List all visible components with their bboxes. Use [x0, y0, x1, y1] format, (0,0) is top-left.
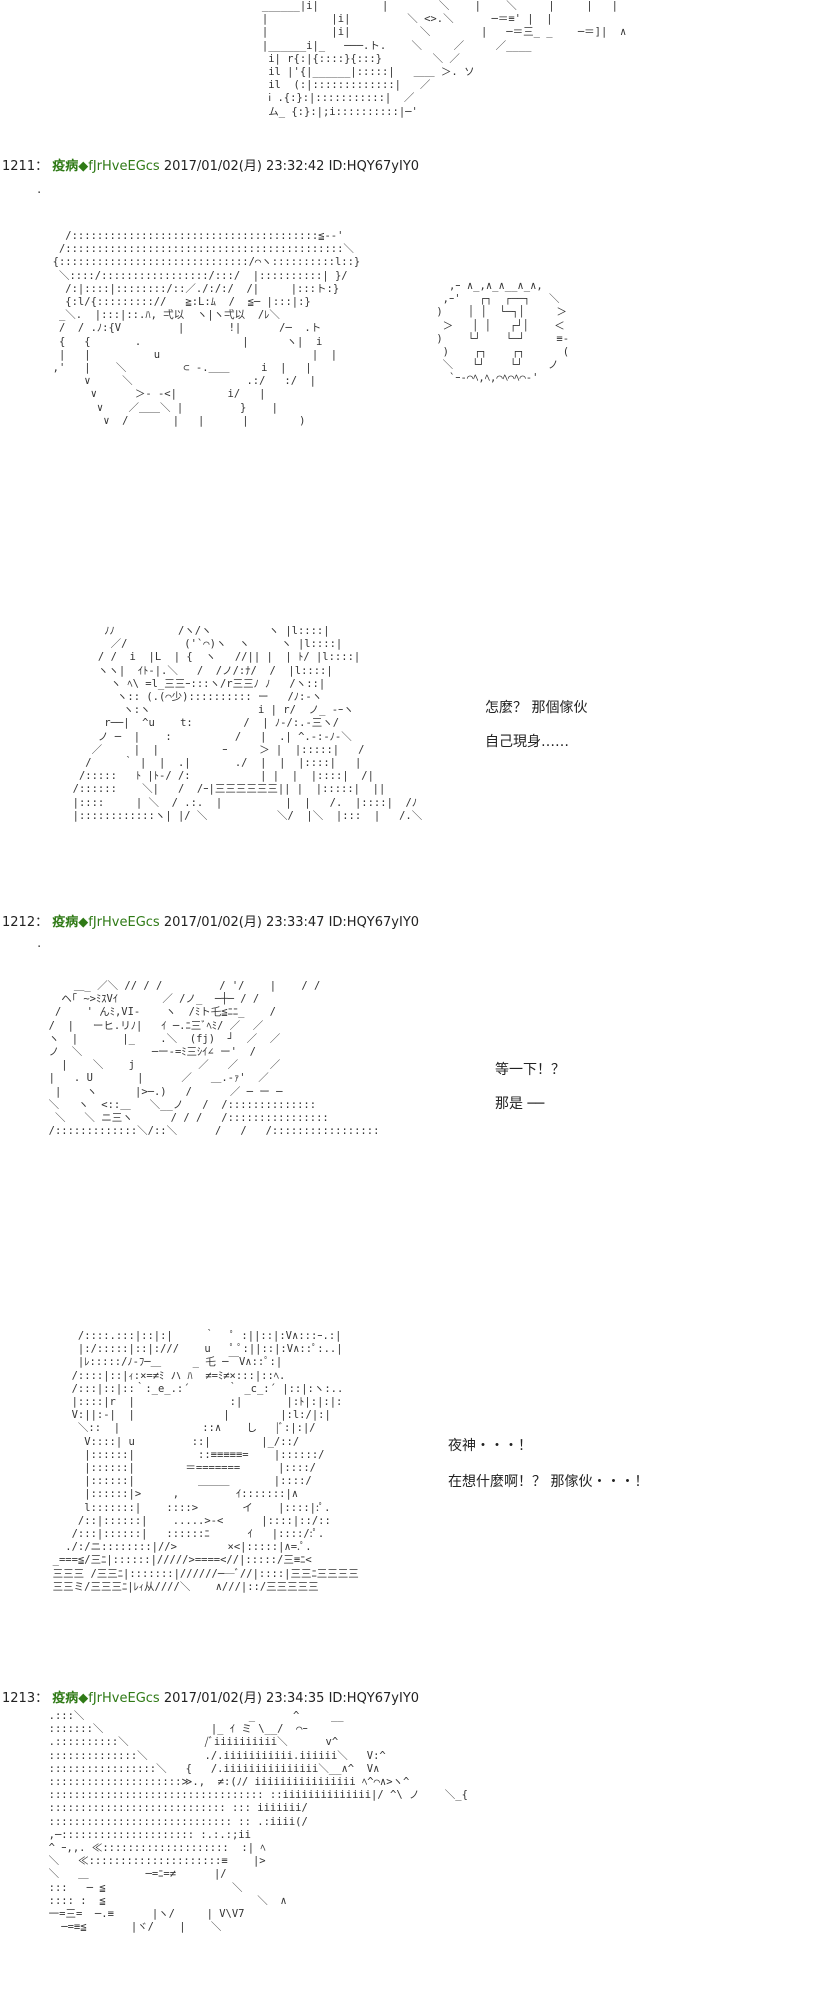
poster-name: 疫病 — [52, 159, 79, 174]
poster-trip: fJrHveEGcs — [88, 915, 160, 930]
poster-id[interactable]: ID:HQY67yIY0 — [328, 915, 420, 930]
post-number[interactable]: 1212 — [2, 915, 36, 930]
trip-diamond-icon: ◆ — [78, 915, 89, 930]
post-separator: ： — [35, 1691, 49, 1706]
poster-name: 疫病 — [52, 915, 79, 930]
dialog-line: 在想什麼啊！？ 那傢伙・・・！ — [448, 1474, 649, 1490]
poster-trip: fJrHveEGcs — [88, 1691, 160, 1706]
ascii-art-exclamation-bubble: ,ｰ ∧_,∧_∧__∧_∧, ,ｰ' ┌┐ ┌──┐ ＼ ) │ │ └─┐│… — [436, 280, 570, 385]
dialog-line: 等一下！？ — [495, 1062, 565, 1078]
post-header: 1212： 疫病◆fJrHveEGcs 2017/01/02(月) 23:33:… — [2, 914, 419, 932]
poster-id[interactable]: ID:HQY67yIY0 — [328, 159, 420, 174]
post-separator: ： — [35, 915, 49, 930]
trip-diamond-icon: ◆ — [78, 1691, 89, 1706]
bullet-dot: . — [36, 184, 43, 196]
post-datetime: 2017/01/02(月) 23:33:47 — [163, 915, 325, 930]
post-datetime: 2017/01/02(月) 23:34:35 — [163, 1691, 325, 1706]
dialog-line: 自己現身…… — [485, 734, 569, 750]
post-header: 1211： 疫病◆fJrHveEGcs 2017/01/02(月) 23:32:… — [2, 158, 419, 176]
bullet-dot: . — [36, 938, 43, 950]
post-separator: ： — [35, 159, 49, 174]
poster-id[interactable]: ID:HQY67yIY0 — [328, 1691, 420, 1706]
dialog-line: 怎麼？ 那個傢伙 — [485, 700, 588, 716]
poster-name: 疫病 — [52, 1691, 79, 1706]
ascii-art-top-fragment: ______|i| | ＼ | ＼ | | | | |i| ＼ <>.＼ ─＝≡… — [261, 0, 627, 118]
dialog-line: 那是 ── — [495, 1096, 545, 1112]
ascii-art-surprised-scene: ＿_ ／＼ // / / / '/ | / / ヘ｢ ~>ﾐｽVｲ ／ /ノ_ … — [48, 980, 380, 1138]
ascii-art-shocked-face: /:::::::::::::::::::::::::::::::::::::::… — [52, 230, 361, 427]
post-number[interactable]: 1213 — [2, 1691, 36, 1706]
ascii-art-bottom-scene: .:::＼ _ ^ __ :::::::＼ |_ ｲ ミ \__/ ⌒ｰ .::… — [48, 1710, 468, 1934]
ascii-art-worried-face: /::::.:::|::|:| ｀ ﾟ :||::|:V∧:::ｰ.:| |:/… — [52, 1330, 359, 1593]
ascii-art-light-scene: ﾉﾉ /ヽ/ヽ ヽ |l::::| ／/ ('`⌒)ヽ ヽ ヽ |l::::| … — [72, 625, 423, 822]
dialog-line: 夜神・・・！ — [448, 1438, 532, 1454]
post-datetime: 2017/01/02(月) 23:32:42 — [163, 159, 325, 174]
trip-diamond-icon: ◆ — [78, 159, 89, 174]
post-header: 1213： 疫病◆fJrHveEGcs 2017/01/02(月) 23:34:… — [2, 1690, 419, 1708]
poster-trip: fJrHveEGcs — [88, 159, 160, 174]
post-number[interactable]: 1211 — [2, 159, 36, 174]
